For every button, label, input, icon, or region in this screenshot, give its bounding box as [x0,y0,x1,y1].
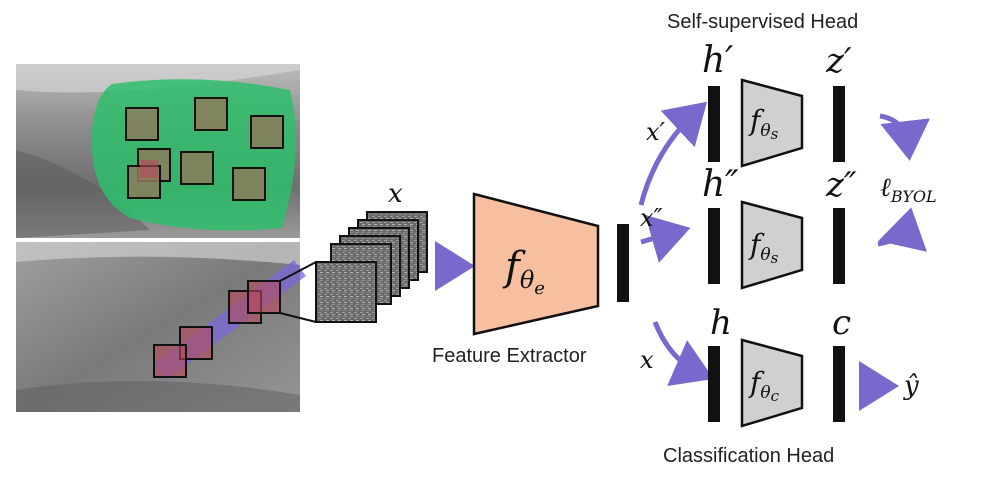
ultrasound-image-top [16,64,300,238]
loss-label: ℓBYOL [880,173,937,206]
feature-extractor-label: Feature Extractor [432,345,587,367]
patch [247,280,281,314]
h-bar [708,346,720,422]
arrow-loss-bottom [877,207,927,252]
z-prime-label: z′ [825,41,852,81]
encoder-module: fθe [472,192,600,336]
patch [179,326,213,360]
patch [232,167,266,201]
z-double-prime-bar [833,208,845,284]
cls-head [740,338,804,428]
c-label: c [832,303,851,343]
h-prime-bar [708,86,720,162]
arrow-x-prime [638,101,707,206]
feature-bar [617,224,629,302]
proj-head-2 [740,200,804,290]
patch [250,115,284,149]
patch [194,97,228,131]
h-label: h [710,303,732,343]
svg-text:fθe: fθe [502,244,545,299]
patch-stack [315,211,428,323]
h-double-prime-label: h″ [702,164,739,205]
proj-head-1 [740,78,804,168]
patch [153,344,187,378]
arrow-x-class [652,321,714,386]
h-prime-label: h′ [702,40,733,81]
x-double-prime-label: x″ [640,204,663,232]
patch [125,107,159,141]
x-stack-label: x [388,179,403,209]
classification-head-title: Classification Head [663,445,834,467]
ultrasound-image-bottom [16,242,306,412]
h-double-prime-bar [708,208,720,284]
arrow-loss-top [879,113,930,161]
self-supervised-head-title: Self-supervised Head [667,11,858,33]
z-prime-bar [833,86,845,162]
x-prime-label: x′ [646,118,666,146]
z-double-prime-label: z″ [825,165,857,205]
y-hat-label: ŷ [903,371,919,401]
c-bar [833,346,845,422]
arrow-x-double-prime [640,214,691,263]
patch [180,151,214,185]
x-class-label: x [640,346,654,374]
